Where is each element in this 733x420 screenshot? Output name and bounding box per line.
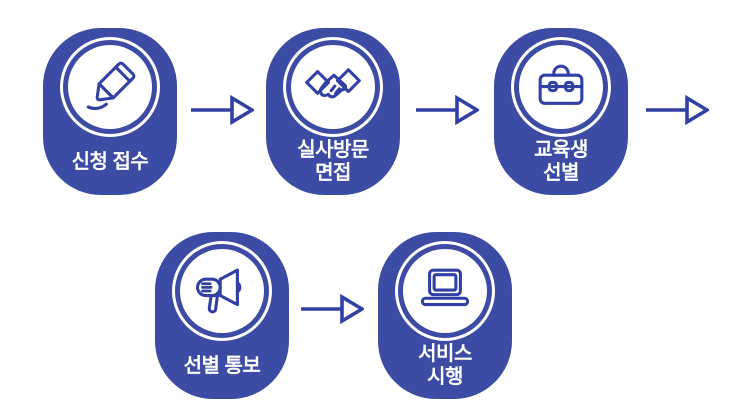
step-label-line: 서비스: [418, 343, 472, 365]
step-label-line: 실사방문: [297, 139, 369, 161]
step-label-line: 면접: [315, 162, 351, 184]
step-pill-application: 신청 접수: [43, 28, 177, 195]
step-pill-site-visit-interview: 실사방문 면접: [266, 28, 400, 195]
step-label-line: 교육생: [534, 139, 588, 161]
handshake-icon: [291, 45, 375, 129]
megaphone-icon: [180, 249, 264, 333]
flow-arrow: [646, 95, 709, 125]
step-pill-selection-notice: 선별 통보: [155, 232, 289, 399]
laptop-icon: [403, 249, 487, 333]
step-label-line: 신청 접수: [71, 150, 149, 173]
step-label-line: 선별: [543, 162, 579, 184]
step-label: 교육생 선별: [494, 134, 628, 190]
step-label: 서비스 시행: [378, 338, 512, 394]
step-label-line: 시행: [427, 366, 463, 388]
flow-arrow: [416, 95, 479, 125]
flow-arrow: [301, 294, 364, 324]
step-label: 신청 접수: [43, 134, 177, 190]
pencil-icon: [68, 45, 152, 129]
step-label-line: 선별 통보: [183, 354, 261, 377]
step-label: 실사방문 면접: [266, 134, 400, 190]
step-pill-trainee-selection: 교육생 선별: [494, 28, 628, 195]
briefcase-icon: [519, 45, 603, 129]
step-pill-service-start: 서비스 시행: [378, 232, 512, 399]
flow-arrow: [191, 95, 254, 125]
step-label: 선별 통보: [155, 338, 289, 394]
